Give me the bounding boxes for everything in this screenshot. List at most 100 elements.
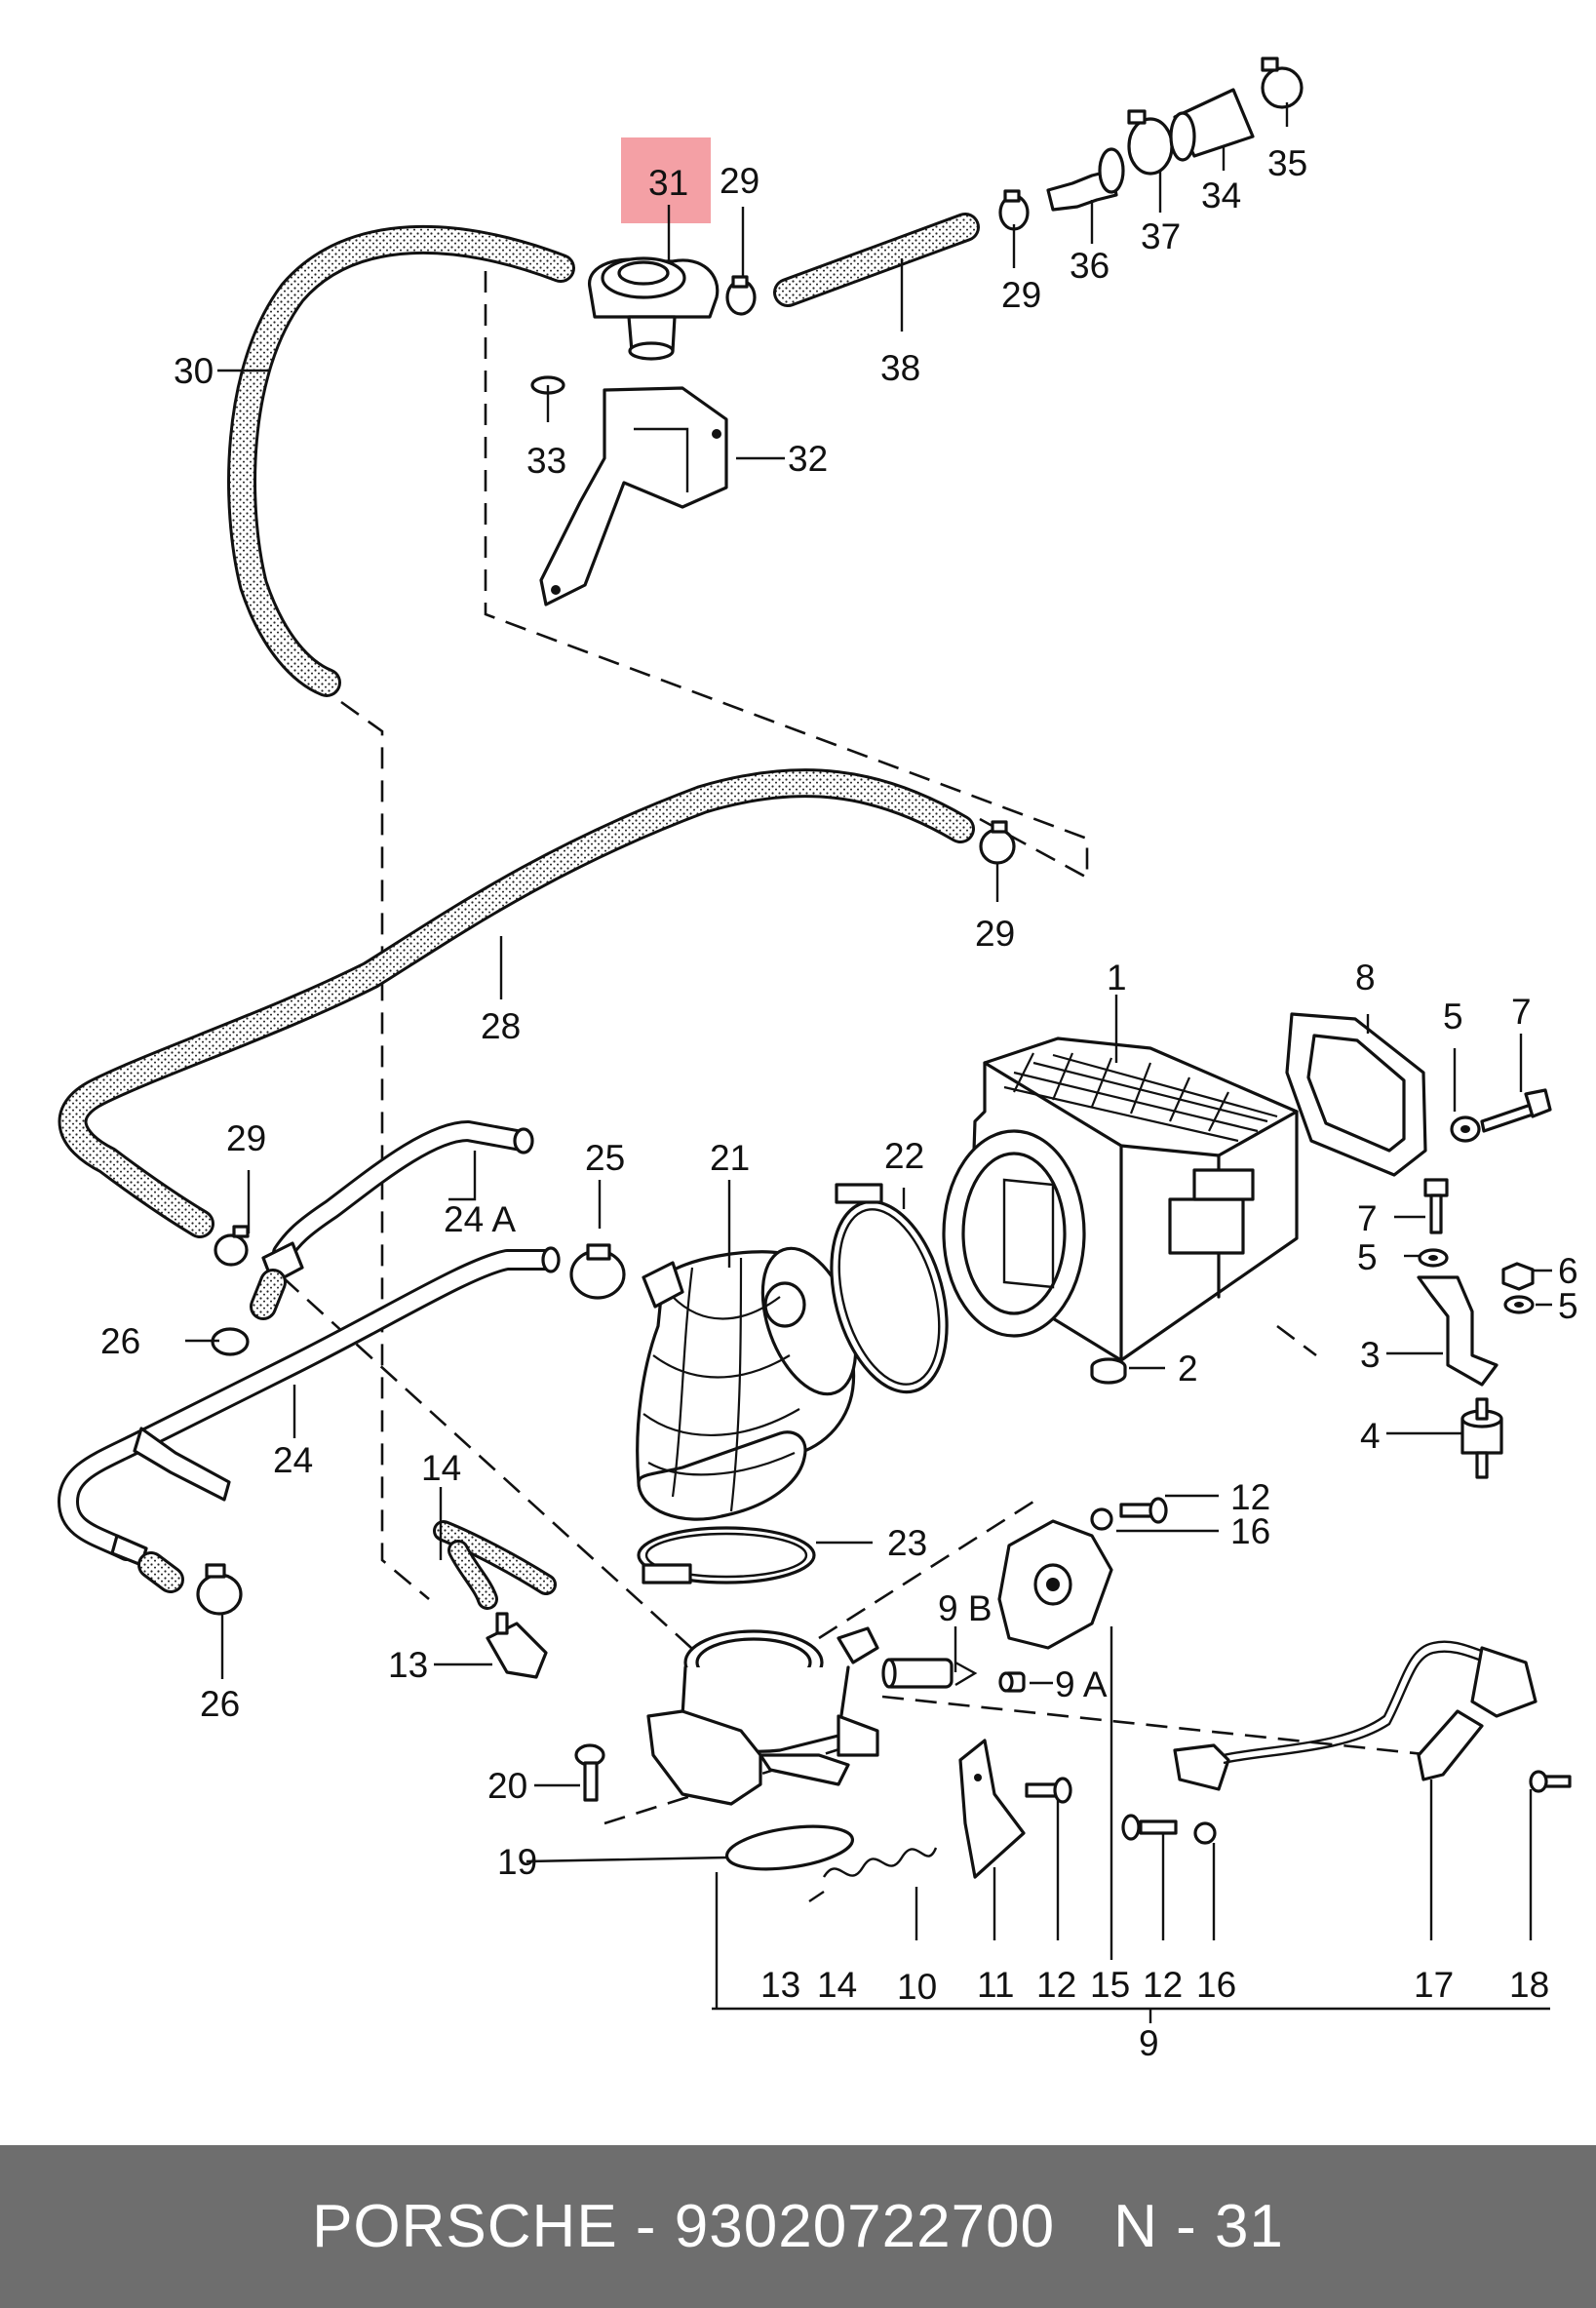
part-35-clamp: [1261, 57, 1304, 109]
clamp-29-top: [725, 275, 757, 316]
clamp-29-left: [214, 1225, 250, 1267]
label-17: 17: [1414, 1965, 1454, 2005]
label-29-middle: 29: [975, 914, 1015, 954]
label-36: 36: [1070, 246, 1109, 286]
part-31-valve: [588, 137, 720, 361]
label-16-top: 16: [1230, 1511, 1270, 1551]
label-26-upper: 26: [100, 1321, 140, 1361]
label-14-upper: 14: [421, 1448, 461, 1488]
label-5-middle: 5: [1357, 1237, 1378, 1277]
label-4: 4: [1360, 1416, 1381, 1456]
part-7-bolt-a: [1480, 1088, 1552, 1133]
label-14-bottom: 14: [817, 1965, 857, 2005]
label-19: 19: [497, 1842, 537, 1882]
label-29-upper-right: 29: [1001, 275, 1041, 315]
label-13-bottom: 13: [760, 1965, 800, 2005]
part-19-o-ring: [724, 1824, 855, 1871]
part-10-spring: [808, 1847, 938, 1902]
footer-diagram-ref: N - 31: [1113, 2193, 1284, 2260]
part-5-washer-b: [1418, 1248, 1449, 1268]
label-3: 3: [1360, 1335, 1381, 1375]
label-8: 8: [1355, 958, 1376, 998]
part-4-mount: [1460, 1397, 1503, 1479]
label-11: 11: [977, 1965, 1014, 2005]
label-12-top: 12: [1230, 1477, 1270, 1517]
part-13-fitting: [486, 1612, 548, 1679]
label-34: 34: [1201, 176, 1241, 215]
part-18-screw: [1529, 1770, 1572, 1793]
part-11-lever: [958, 1739, 1026, 1879]
label-28: 28: [481, 1006, 521, 1046]
hose-38: [773, 213, 980, 307]
part-26-hose-stub-lower: [137, 1551, 184, 1593]
part-24-pipe: [58, 1246, 561, 1567]
part-9b-sensor: [881, 1658, 978, 1689]
label-26-lower: 26: [200, 1684, 240, 1724]
clamp-29-upper-right: [998, 189, 1030, 231]
label-7-middle: 7: [1357, 1198, 1378, 1238]
label-9: 9: [1139, 2023, 1159, 2063]
part-labels: 31 29 30 33 32 29 36 37 34 35 38 29 28 2…: [100, 143, 1578, 2063]
label-16-bottom: 16: [1196, 1965, 1236, 2005]
label-5-top: 5: [1443, 997, 1463, 1037]
label-24: 24: [273, 1440, 313, 1480]
part-14-small-hose: [433, 1520, 557, 1610]
part-5-washer-a: [1450, 1115, 1481, 1143]
label-29-top: 29: [720, 161, 759, 201]
label-13-side: 13: [388, 1645, 428, 1685]
part-31-highlight: [621, 137, 711, 223]
part-36-fitting: [1046, 147, 1125, 212]
label-23: 23: [887, 1523, 927, 1563]
part-25-clamp: [569, 1243, 626, 1300]
leader-lines: [185, 102, 1552, 2023]
part-3-bracket: [1417, 1275, 1499, 1387]
label-5-right: 5: [1558, 1286, 1578, 1326]
label-25: 25: [585, 1138, 625, 1178]
part-8-gasket: [1285, 1012, 1427, 1177]
label-35: 35: [1267, 143, 1307, 183]
part-21-intake-boot: [636, 1246, 858, 1521]
part-32-bracket: [539, 386, 728, 606]
part-16-washer-a: [1090, 1507, 1113, 1531]
label-18: 18: [1509, 1965, 1549, 2005]
label-9a: 9 A: [1055, 1664, 1108, 1704]
part-26-clamp-lower: [196, 1563, 243, 1616]
footer-bar: PORSCHE - 93020722700 N - 31: [0, 2145, 1596, 2308]
part-26-hose-stub-upper: [250, 1269, 287, 1320]
part-17-harness: [1173, 1640, 1538, 1791]
part-9a-cap: [998, 1671, 1026, 1693]
label-2: 2: [1178, 1349, 1198, 1389]
part-5-washer-c: [1503, 1295, 1535, 1314]
part-7-bolt-b: [1423, 1178, 1449, 1234]
part-23-clamp: [637, 1526, 816, 1584]
label-6: 6: [1558, 1251, 1578, 1291]
part-2-grommet: [1090, 1357, 1127, 1385]
label-32: 32: [788, 439, 828, 479]
assembly-dashed-lines: [282, 271, 1434, 1825]
part-34-filter: [1169, 88, 1255, 162]
part-37-clamp: [1127, 109, 1174, 176]
label-24a: 24 A: [444, 1199, 516, 1239]
hose-28: [58, 768, 975, 1238]
label-12-bottom-a: 12: [1036, 1965, 1076, 2005]
label-37: 37: [1141, 216, 1181, 256]
label-7-top: 7: [1511, 992, 1532, 1032]
label-33: 33: [526, 441, 566, 481]
part-15-switch: [997, 1519, 1113, 1650]
part-12-screw-a: [1119, 1497, 1168, 1524]
label-38: 38: [880, 348, 920, 388]
label-22: 22: [884, 1136, 924, 1176]
label-31: 31: [648, 163, 688, 203]
part-20-bolt: [574, 1743, 605, 1802]
clamp-29-middle: [979, 820, 1016, 865]
part-12-screw-b: [1025, 1777, 1072, 1804]
label-10: 10: [897, 1967, 937, 2007]
footer-part-number: PORSCHE - 93020722700: [312, 2193, 1056, 2260]
part-22-clamp: [830, 1183, 949, 1394]
label-20: 20: [487, 1766, 527, 1806]
part-6-nut: [1501, 1262, 1535, 1291]
label-21: 21: [710, 1138, 750, 1178]
part-12-screw-c: [1121, 1814, 1178, 1841]
part-9-throttle-body: [646, 1626, 879, 1806]
label-30: 30: [174, 351, 214, 391]
